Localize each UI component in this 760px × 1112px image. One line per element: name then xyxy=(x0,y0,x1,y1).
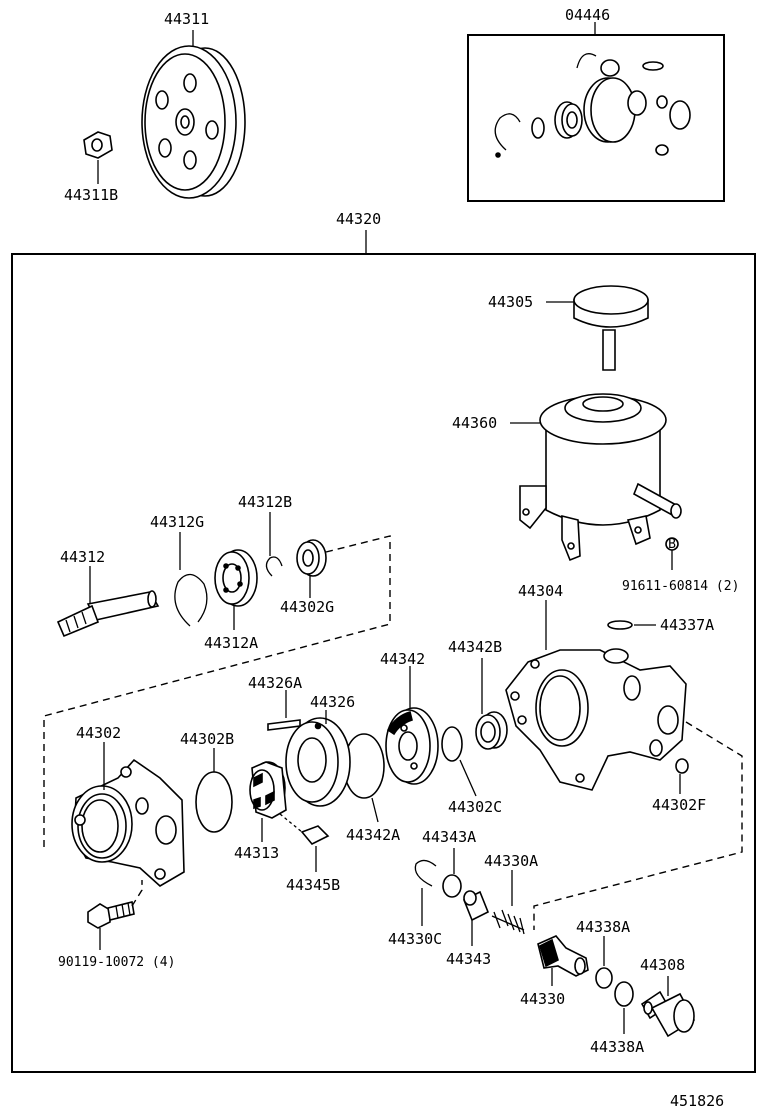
bolt-marker-letter: B xyxy=(668,537,676,552)
label-04446: 04446 xyxy=(565,6,610,24)
label-44326: 44326 xyxy=(310,693,355,711)
label-44330C: 44330C xyxy=(388,930,442,948)
plug-44343 xyxy=(462,890,490,922)
pulley-44311 xyxy=(141,45,246,199)
label-44338A-top: 44338A xyxy=(576,918,630,936)
assembly-44320-frame xyxy=(11,253,756,1073)
plug-44302F xyxy=(675,758,689,774)
seal-44302G xyxy=(296,539,327,577)
label-44342A: 44342A xyxy=(346,826,400,844)
bearing-44312A xyxy=(214,549,258,607)
o-ring-44302B xyxy=(195,771,233,833)
label-44343A: 44343A xyxy=(422,828,476,846)
cam-ring-44326 xyxy=(285,717,351,807)
label-44312A: 44312A xyxy=(204,634,258,652)
label-44343: 44343 xyxy=(446,950,491,968)
label-44302B: 44302B xyxy=(180,730,234,748)
label-44302: 44302 xyxy=(76,724,121,742)
label-44308: 44308 xyxy=(640,956,685,974)
label-44304: 44304 xyxy=(518,582,563,600)
label-44342: 44342 xyxy=(380,650,425,668)
figure-number: 451826 xyxy=(670,1092,724,1110)
cap-44305 xyxy=(573,285,649,371)
label-90119-10072: 90119-10072 (4) xyxy=(58,955,175,970)
o-ring-44338A-top xyxy=(595,967,613,989)
snap-ring-44312G xyxy=(174,573,208,627)
label-44302F: 44302F xyxy=(652,796,706,814)
label-91611-60814: 91611-60814 (2) xyxy=(622,579,739,594)
bolt-alignment-line xyxy=(131,880,143,907)
bolt-90119-10072 xyxy=(87,901,135,929)
seal-44342B xyxy=(475,711,508,750)
label-44320: 44320 xyxy=(336,210,381,228)
side-plate-44342 xyxy=(385,707,439,785)
o-ring-44337A xyxy=(607,620,633,630)
label-44337A: 44337A xyxy=(660,616,714,634)
o-ring-44302C xyxy=(441,726,463,762)
label-44311: 44311 xyxy=(164,10,209,28)
front-housing-44302 xyxy=(71,758,185,887)
label-44305: 44305 xyxy=(488,293,533,311)
label-44311B: 44311B xyxy=(64,186,118,204)
spring-44330A xyxy=(491,909,525,935)
label-44342B: 44342B xyxy=(448,638,502,656)
rotor-44313 xyxy=(249,761,287,819)
nut-44311B xyxy=(83,131,113,159)
o-ring-44343A xyxy=(442,874,462,898)
label-44360: 44360 xyxy=(452,414,497,432)
ring-44312B xyxy=(265,556,283,577)
union-bolt-44308 xyxy=(640,990,696,1038)
label-44302G: 44302G xyxy=(280,598,334,616)
label-44330: 44330 xyxy=(520,990,565,1008)
o-ring-44338A-bottom xyxy=(614,981,634,1007)
housing-44304 xyxy=(505,648,687,791)
shaft-alignment-line xyxy=(43,535,391,852)
kit-04446-box xyxy=(467,34,725,202)
shaft-44312 xyxy=(56,590,160,638)
vane-44345B xyxy=(300,825,330,845)
label-44338A-bottom: 44338A xyxy=(590,1038,644,1056)
label-44312G: 44312G xyxy=(150,513,204,531)
label-44302C: 44302C xyxy=(448,798,502,816)
label-44326A: 44326A xyxy=(248,674,302,692)
label-44313: 44313 xyxy=(234,844,279,862)
kit-04446-parts xyxy=(494,53,691,158)
flow-control-valve-44330 xyxy=(537,935,589,977)
valve-alignment-line xyxy=(533,721,743,930)
label-44345B: 44345B xyxy=(286,876,340,894)
label-44330A: 44330A xyxy=(484,852,538,870)
pin-44326A xyxy=(267,719,301,731)
label-44312B: 44312B xyxy=(238,493,292,511)
label-44312: 44312 xyxy=(60,548,105,566)
reservoir-44360 xyxy=(519,393,682,562)
snap-ring-44330C xyxy=(414,859,437,887)
